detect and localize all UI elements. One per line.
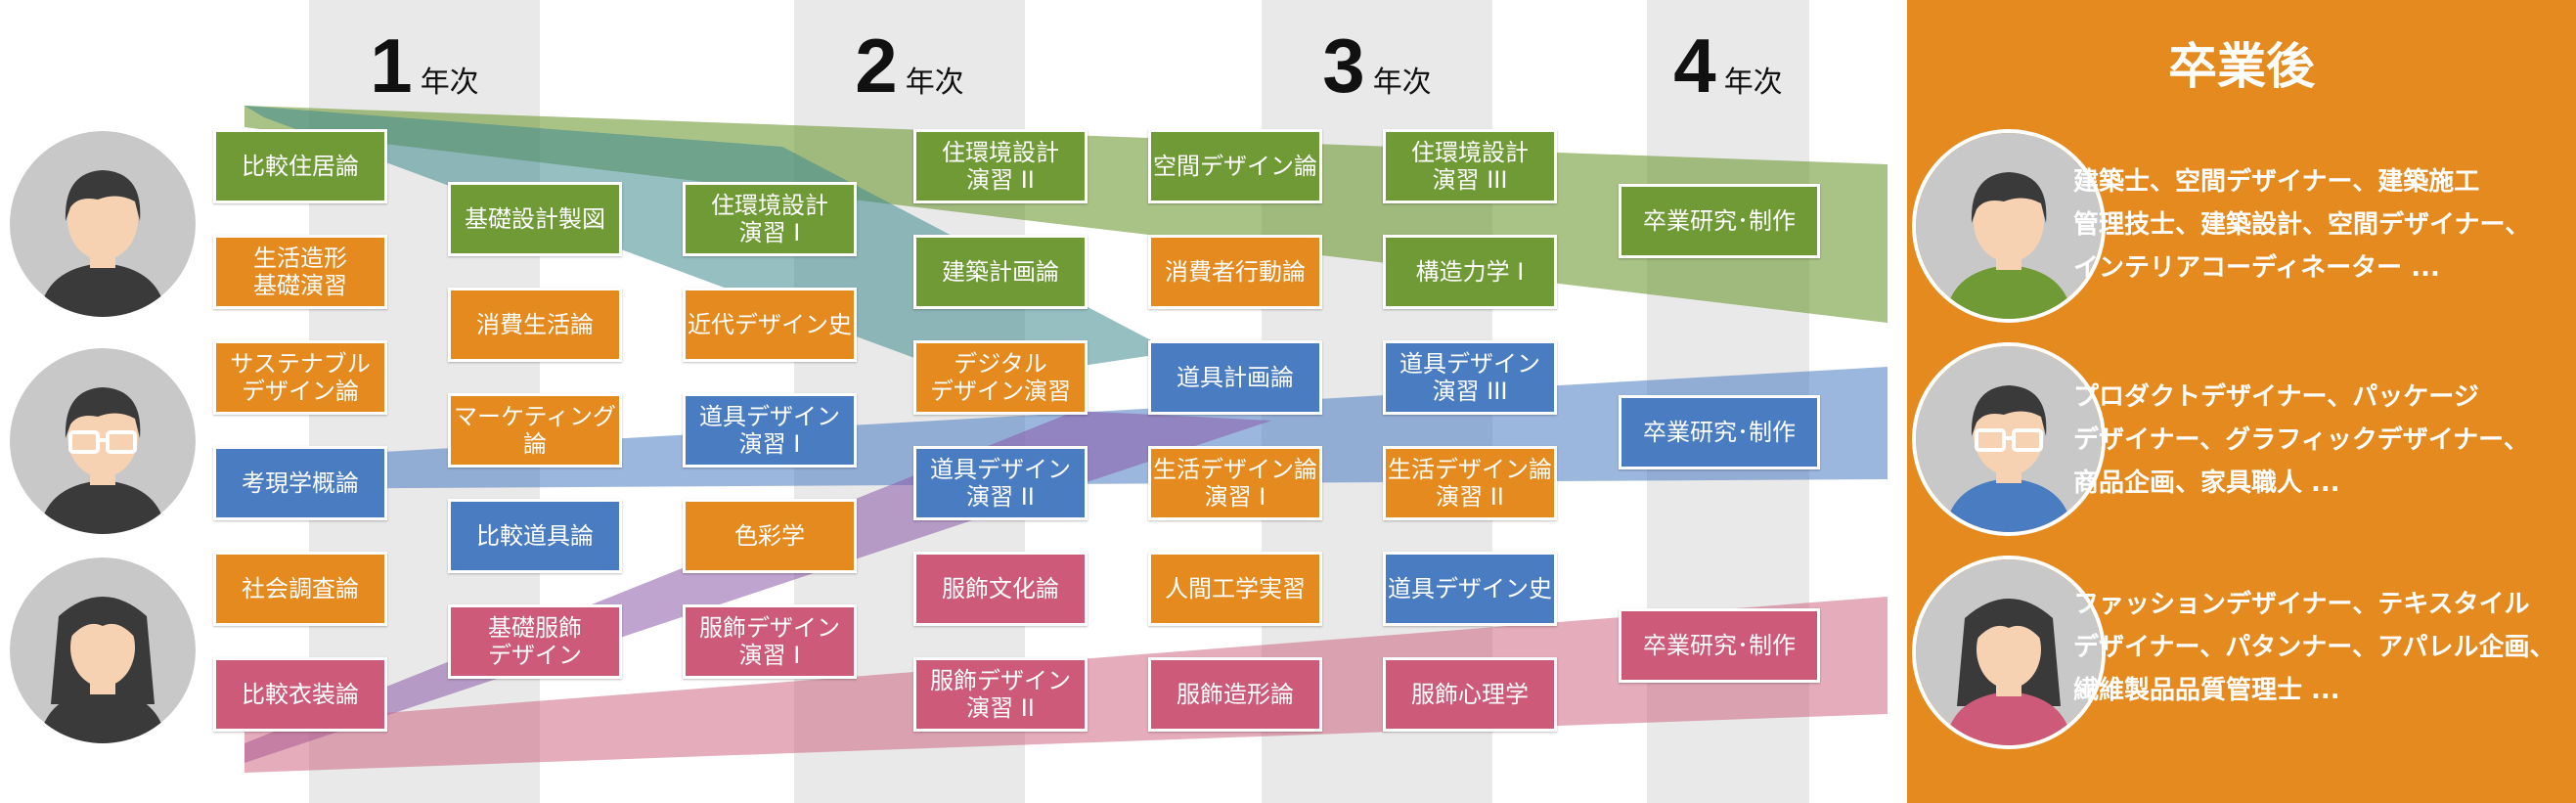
career-line: デザイナー、グラフィックデザイナー、: [2073, 425, 2529, 455]
person-glasses-icon: [1912, 342, 2106, 536]
career-line: 建築士、空間デザイナー、建築施工: [2073, 167, 2480, 197]
course-box: 比較衣装論: [213, 657, 387, 732]
year-label: 年次: [905, 66, 964, 100]
course-box: 道具デザイン 演習 I: [683, 393, 857, 468]
course-box: 消費者行動論: [1148, 235, 1322, 309]
year4-header: 4 年次: [1647, 22, 1809, 109]
course-box: 生活デザイン論 演習 II: [1383, 446, 1557, 520]
year-number: 3: [1322, 22, 1365, 109]
course-box: 道具計画論: [1148, 340, 1322, 415]
course-box: 色彩学: [683, 499, 857, 573]
course-box: 道具デザイン 演習 II: [913, 446, 1088, 520]
course-box: 服飾デザイン 演習 I: [683, 604, 857, 679]
year3-header: 3 年次: [1262, 22, 1492, 109]
person-woman-icon: [10, 558, 196, 743]
course-box: 人間工学実習: [1148, 552, 1322, 626]
course-box: 生活造形 基礎演習: [213, 235, 387, 309]
course-box: 道具デザイン 演習 III: [1383, 340, 1557, 415]
course-box: 比較住居論: [213, 129, 387, 203]
course-box: 建築計画論: [913, 235, 1088, 309]
course-box: 社会調査論: [213, 552, 387, 626]
year-number: 4: [1673, 22, 1716, 109]
course-box: 空間デザイン論: [1148, 129, 1322, 203]
course-box: 近代デザイン史: [683, 288, 857, 362]
course-box: 服飾文化論: [913, 552, 1088, 626]
course-box: 考現学概論: [213, 446, 387, 520]
course-box: マーケティング論: [448, 393, 622, 468]
course-box: 道具デザイン史: [1383, 552, 1557, 626]
graduation-research-box: 卒業研究･制作: [1619, 395, 1820, 469]
year-label: 年次: [1723, 66, 1783, 100]
course-box: 基礎服飾 デザイン: [448, 604, 622, 679]
career-line: インテリアコーディネーター ...: [2073, 253, 2440, 283]
after-graduation-title: 卒業後: [2168, 38, 2315, 95]
career-list-architecture: 建築士、空間デザイナー、建築施工 管理技士、建築設計、空間デザイナー、 インテリ…: [2073, 160, 2562, 290]
graduation-research-box: 卒業研究･制作: [1619, 608, 1820, 683]
course-box: 住環境設計 演習 II: [913, 129, 1088, 203]
year-label: 年次: [1372, 66, 1432, 100]
course-box: 比較道具論: [448, 499, 622, 573]
course-box: 服飾デザイン 演習 II: [913, 657, 1088, 732]
course-box: 構造力学 I: [1383, 235, 1557, 309]
course-box: 生活デザイン論 演習 I: [1148, 446, 1322, 520]
career-list-product: プロダクトデザイナー、パッケージ デザイナー、グラフィックデザイナー、 商品企画…: [2073, 376, 2562, 505]
career-line: 管理技士、建築設計、空間デザイナー、: [2073, 210, 2531, 240]
course-box: 住環境設計 演習 I: [683, 182, 857, 256]
career-line: ファッションデザイナー、テキスタイル: [2073, 590, 2530, 619]
year-label: 年次: [420, 66, 479, 100]
year1-header: 1 年次: [309, 22, 540, 109]
career-line: デザイナー、パタンナー、アパレル企画、: [2073, 633, 2555, 662]
person-icon: [10, 131, 196, 317]
year2-header: 2 年次: [794, 22, 1025, 109]
course-box: デジタル デザイン演習: [913, 340, 1088, 415]
career-line: プロダクトデザイナー、パッケージ: [2073, 382, 2479, 412]
person-glasses-icon: [10, 348, 196, 534]
course-box: 服飾造形論: [1148, 657, 1322, 732]
year-number: 1: [370, 22, 413, 109]
course-box: 基礎設計製図: [448, 182, 622, 256]
person-icon: [1912, 129, 2106, 323]
career-list-fashion: ファッションデザイナー、テキスタイル デザイナー、パタンナー、アパレル企画、 繊…: [2073, 583, 2562, 712]
course-box: 消費生活論: [448, 288, 622, 362]
career-line: 繊維製品品質管理士 ...: [2073, 676, 2340, 705]
year-number: 2: [855, 22, 898, 109]
career-line: 商品企画、家具職人 ...: [2073, 468, 2340, 498]
person-woman-icon: [1912, 556, 2106, 749]
course-box: 住環境設計 演習 III: [1383, 129, 1557, 203]
course-box: 服飾心理学: [1383, 657, 1557, 732]
graduation-research-box: 卒業研究･制作: [1619, 184, 1820, 258]
course-box: サステナブル デザイン論: [213, 340, 387, 415]
